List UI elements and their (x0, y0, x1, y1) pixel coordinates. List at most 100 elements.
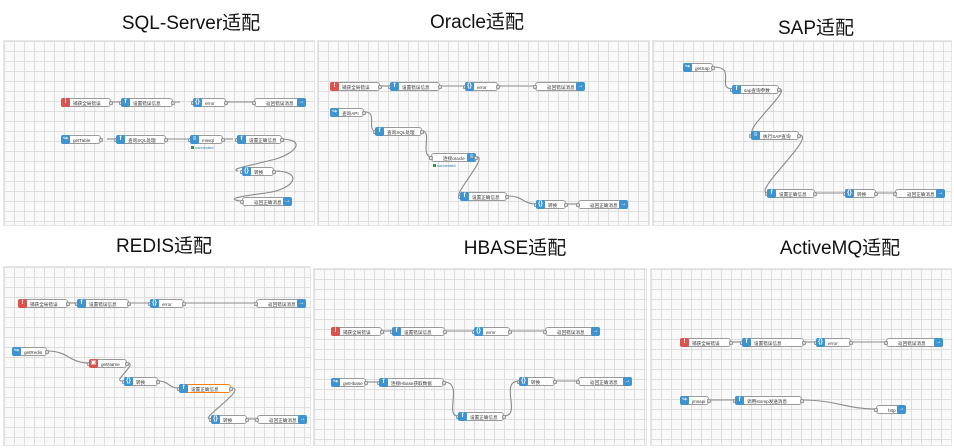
output-port[interactable] (272, 170, 276, 174)
flow-node-query-api[interactable]: ↪查询API (330, 108, 366, 117)
flow-node-catch-error[interactable]: !捕获全局错误 (680, 338, 733, 347)
output-port[interactable] (125, 362, 129, 366)
output-port[interactable] (505, 195, 509, 199)
input-port[interactable] (254, 302, 258, 306)
output-port[interactable] (224, 101, 228, 105)
flow-node-catch-error[interactable]: !捕获全局错误 (330, 82, 382, 91)
output-port[interactable] (496, 85, 500, 89)
output-port[interactable] (280, 138, 284, 142)
flow-node-return-success[interactable]: 返回正确消息→ (893, 189, 945, 198)
flow-node-return-error[interactable]: 返回错误消息→ (252, 98, 306, 107)
input-port[interactable] (533, 85, 537, 89)
flow-node-error-json[interactable]: {}error (191, 98, 228, 107)
flow-node-convert-2[interactable]: {}转换 (209, 415, 249, 424)
flow-node-return-error[interactable]: 返回错误消息→ (254, 299, 306, 308)
output-port[interactable] (362, 111, 366, 115)
flow-node-convert[interactable]: {}转换 (534, 200, 568, 209)
output-port[interactable] (109, 101, 113, 105)
output-port[interactable] (849, 341, 853, 345)
output-port[interactable] (474, 156, 478, 160)
flow-node-return-error[interactable]: 返回错误消息→ (884, 338, 943, 347)
output-port[interactable] (711, 66, 715, 70)
flow-node-return-error[interactable]: 返回错误消息→ (533, 82, 585, 91)
input-port[interactable] (240, 200, 244, 204)
output-port[interactable] (813, 192, 817, 196)
output-port[interactable] (164, 138, 168, 142)
input-port[interactable] (252, 101, 256, 105)
flow-node-convert[interactable]: {}转换 (122, 377, 160, 386)
output-port[interactable] (229, 387, 233, 391)
flow-node-return-success[interactable]: 返回正确消息→ (255, 415, 307, 424)
flow-node-mssql[interactable]: ≡mssql (188, 135, 225, 144)
output-port[interactable] (443, 330, 447, 334)
flow-node-return-success[interactable]: 返回正确消息→ (576, 377, 632, 386)
flow-node-connect-oracle[interactable]: 连接oracle≡ (429, 153, 478, 162)
flow-node-catch-error[interactable]: !捕获全局错误 (331, 327, 384, 336)
output-port[interactable] (380, 330, 384, 334)
output-port[interactable] (420, 130, 424, 134)
output-port[interactable] (127, 302, 131, 306)
output-port[interactable] (508, 330, 512, 334)
flow-node-convert[interactable]: {}转换 (517, 377, 557, 386)
flow-node-error-json[interactable]: {}error (814, 338, 853, 347)
output-port[interactable] (874, 192, 878, 196)
output-port[interactable] (729, 341, 733, 345)
output-port[interactable] (156, 380, 160, 384)
flow-node-jmsapi[interactable]: ↪jmsapi (680, 396, 711, 405)
output-port[interactable] (245, 418, 249, 422)
output-port[interactable] (45, 350, 49, 354)
flow-node-get-table[interactable]: ↪getTable (61, 135, 103, 144)
flow-node-return-success[interactable]: 返回正确消息→ (576, 200, 628, 209)
flow-node-error-json[interactable]: {}error (148, 299, 186, 308)
input-port[interactable] (576, 203, 580, 207)
flow-node-catch-error[interactable]: !捕获全局错误 (61, 98, 113, 107)
output-port[interactable] (502, 415, 506, 419)
output-port[interactable] (378, 85, 382, 89)
output-port[interactable] (564, 203, 568, 207)
flow-node-return-error[interactable]: 返回错误消息→ (543, 327, 600, 336)
flow-node-get-hbase[interactable]: ↪getHbase (331, 378, 368, 387)
input-port[interactable] (576, 380, 580, 384)
output-port[interactable] (438, 85, 442, 89)
output-port[interactable] (802, 341, 806, 345)
output-port[interactable] (800, 399, 804, 403)
output-port[interactable] (553, 380, 557, 384)
flow-node-convert[interactable]: {}转换 (240, 167, 276, 176)
flow-node-execute-sap-query[interactable]: ≡执行SAP查询 (749, 131, 801, 140)
output-port[interactable] (442, 381, 446, 385)
input-port[interactable] (884, 341, 888, 345)
output-port[interactable] (707, 399, 711, 403)
flow-node-http[interactable]: http→ (874, 405, 906, 414)
input-port[interactable] (893, 192, 897, 196)
flow-node-get-sap[interactable]: ↪getSap (683, 63, 715, 72)
flow-node-get-name[interactable]: ▣getName (87, 359, 129, 368)
output-port[interactable] (364, 381, 368, 385)
flow-node-error-json[interactable]: {}error (472, 327, 512, 336)
flow-node-error-json[interactable]: {}error (463, 82, 500, 91)
flow-node-convert[interactable]: {}转换 (843, 189, 878, 198)
output-port[interactable] (66, 302, 70, 306)
input-port[interactable] (429, 156, 433, 160)
output-port[interactable] (99, 138, 103, 142)
input-port[interactable] (874, 408, 878, 412)
